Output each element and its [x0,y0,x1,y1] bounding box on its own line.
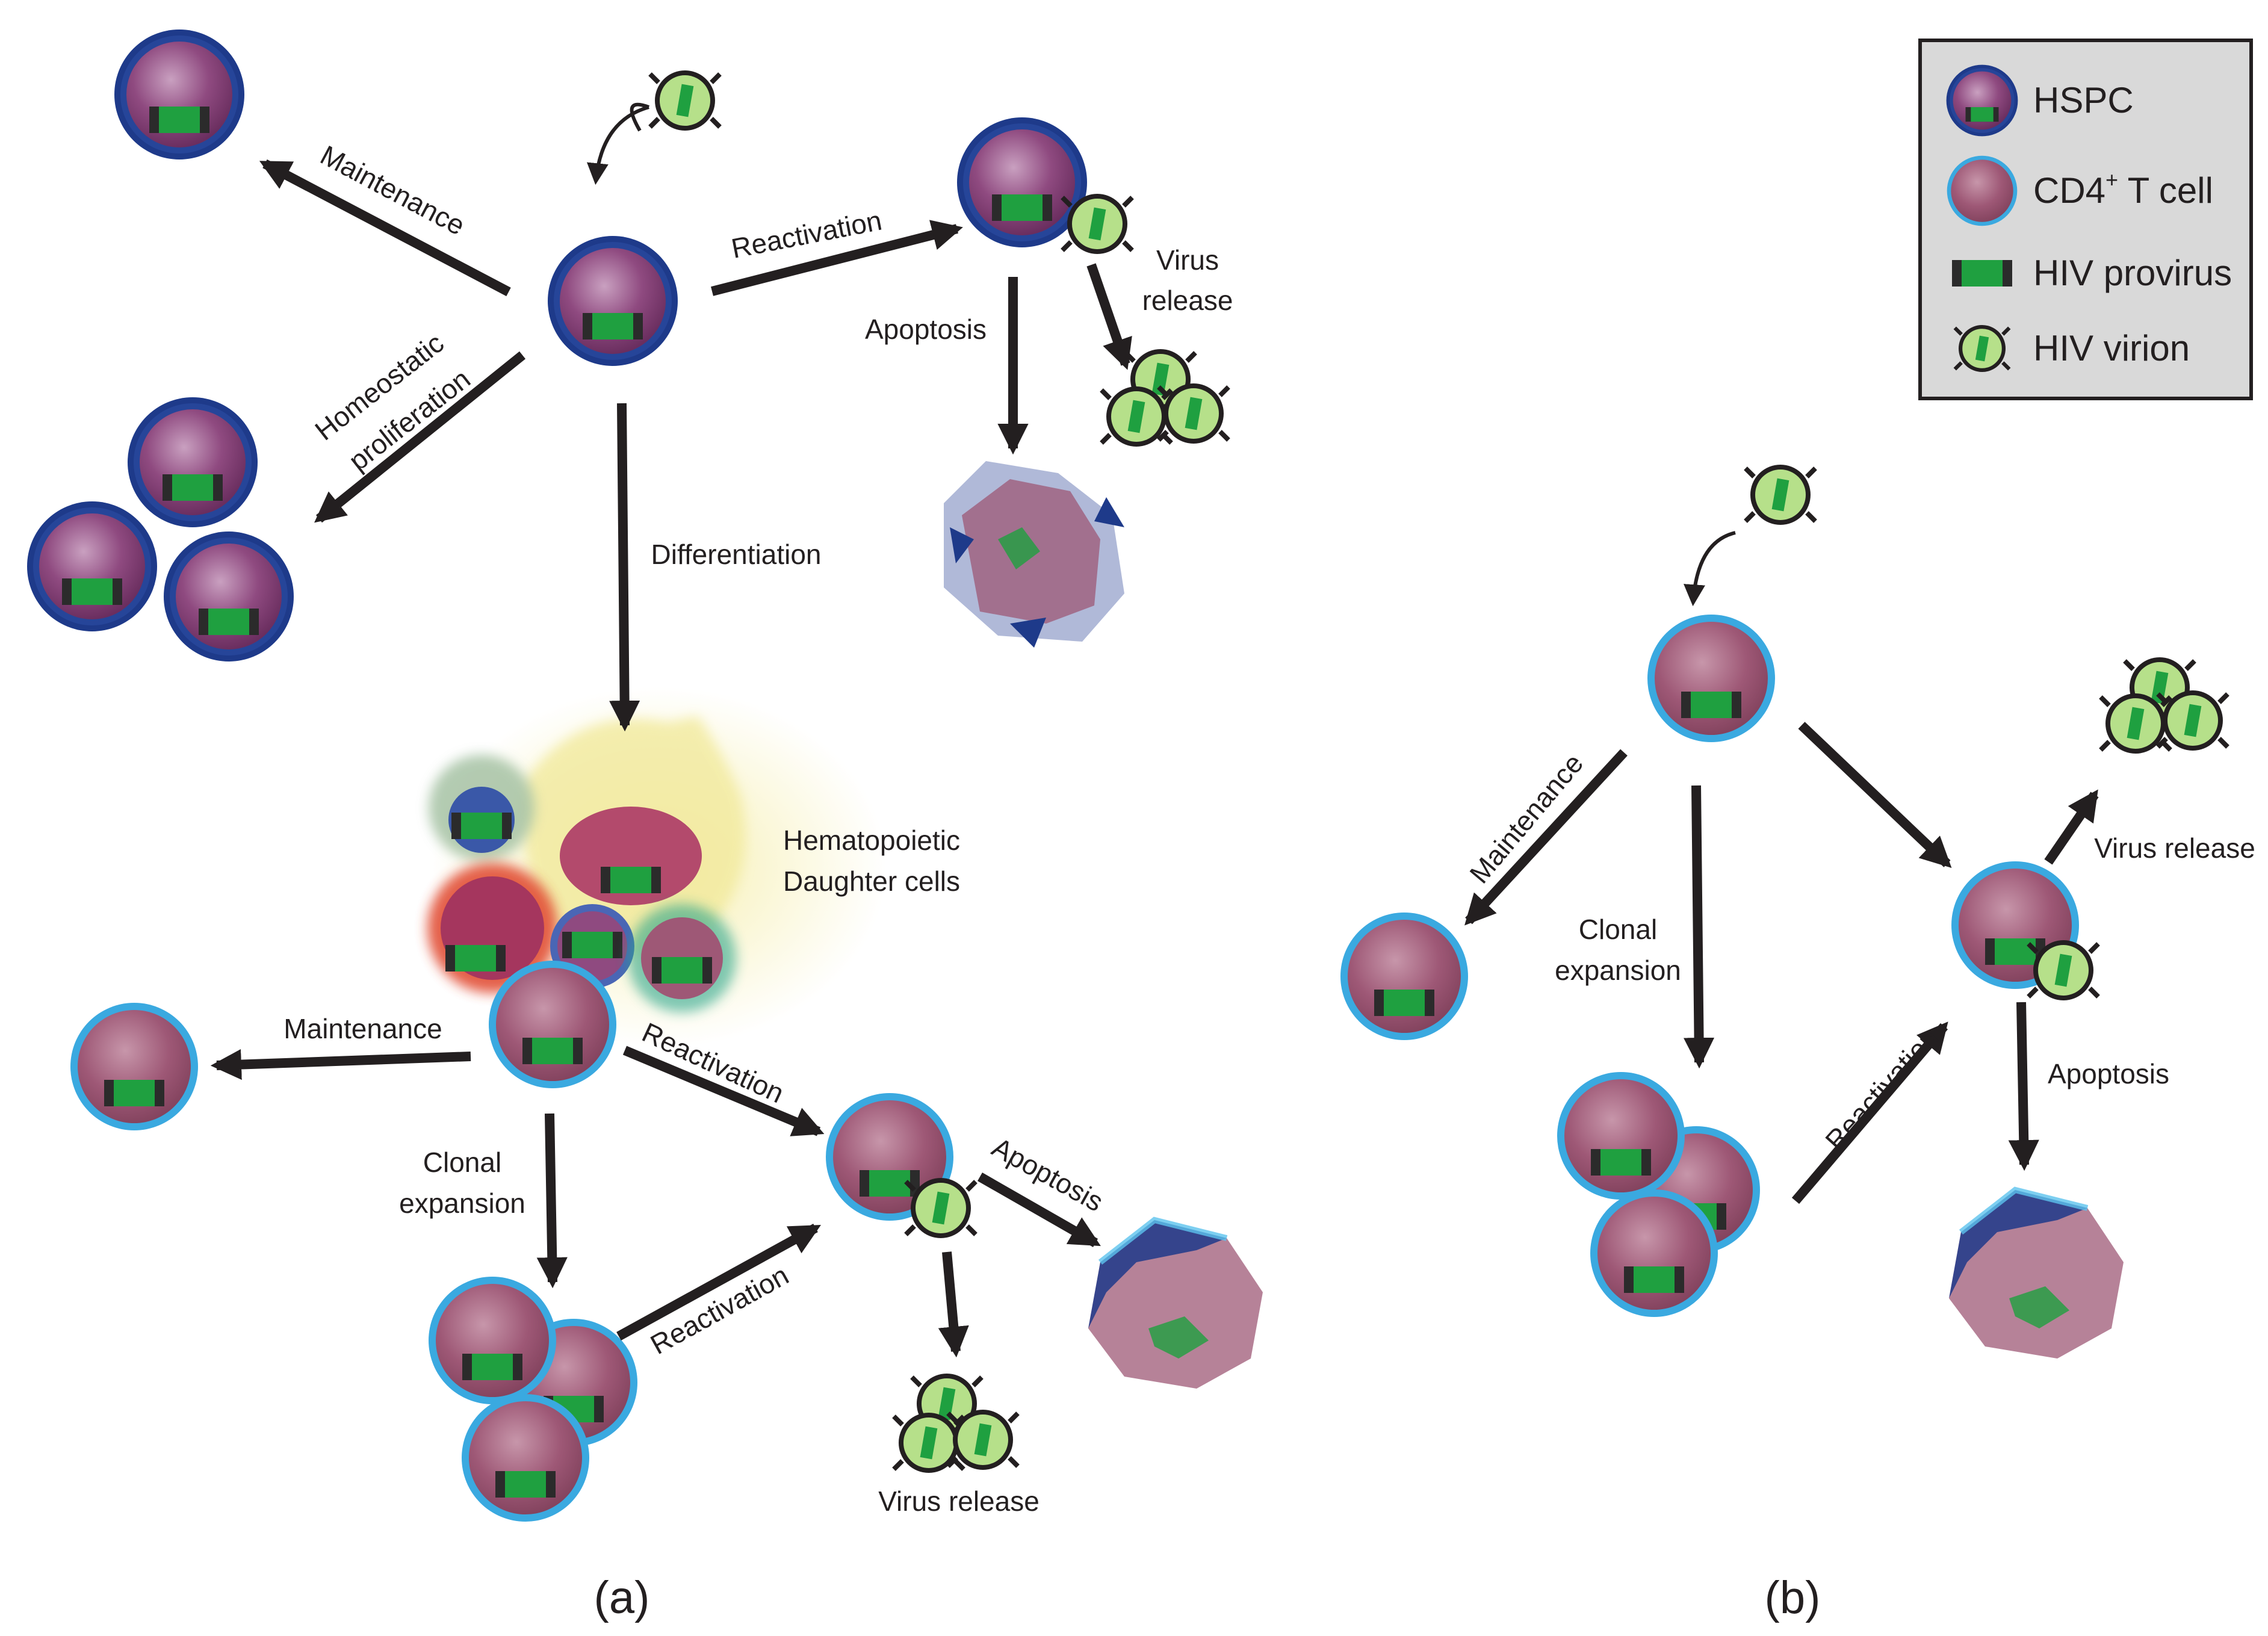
legend-provirus: HIV provirus [2033,253,2232,293]
arrow-reactivation-clone-b [1791,1021,1948,1204]
hspc-maintained [114,29,244,160]
label-apoptosis-t: Apoptosis [987,1131,1109,1217]
virion-icon [650,73,720,128]
legend-virion: HIV virion [2033,328,2190,368]
arrow-maintenance-hspc [259,159,511,297]
cd4-t-cell-maintained [70,1003,198,1130]
arrow-virus-release-hspc [1086,263,1132,370]
apoptotic-t-cell-b [1949,1190,2124,1359]
hematopoietic-daughter-cells [427,687,887,1048]
arrow-clonal-expansion-b [1683,785,1715,1069]
legend: HSPC CD4+ T cell HIV provirus HIV virion [1918,39,2253,400]
cd4-t-cell-clone-3 [462,1394,589,1522]
arrow-reactivation-hspc [711,220,963,296]
arrow-reactivation-clone [616,1223,821,1341]
infection-arrow-b [1684,531,1736,607]
panel-b-caption: (b) [1765,1572,1821,1623]
label-apoptosis-b: Apoptosis [2048,1058,2169,1089]
arrow-virus-release-t [938,1251,969,1358]
label-clonal-b-2: expansion [1555,955,1681,986]
hspc-proliferated-2 [27,501,157,631]
label-differentiation: Differentiation [651,539,822,570]
virion-icon [1746,467,1815,522]
arrow-virus-release-b [2044,789,2099,865]
arrow-apoptosis-t [978,1173,1101,1247]
hspc-proliferated-3 [164,531,294,662]
label-clonal-2: expansion [399,1188,525,1219]
arrow-reactivation-b [1798,722,1952,869]
label-virus-release-hspc-2: release [1142,285,1233,316]
arrow-maintenance-t [210,1049,471,1080]
apoptotic-hspc [944,461,1124,648]
cd4-t-cell-infected-b [1647,615,1775,742]
arrow-differentiation [609,403,640,732]
arrow-clonal-expansion [536,1113,568,1289]
arrow-maintenance-b [1464,749,1628,926]
legend-hspc: HSPC [2033,80,2134,120]
apoptotic-t-cell [1088,1220,1263,1389]
label-virus-release-t: Virus release [878,1486,1040,1517]
label-maintenance-t: Maintenance [284,1013,442,1044]
legend-hspc-icon [1947,65,2018,137]
hspc-proliferated-1 [128,397,258,527]
arrow-reactivation-t [622,1046,825,1136]
hspc-infected [548,236,678,366]
label-maintenance-b: Maintenance [1463,748,1589,889]
panel-a-caption: (a) [594,1572,650,1623]
label-apoptosis-hspc: Apoptosis [865,314,987,345]
arrow-apoptosis-b [2008,1002,2039,1171]
legend-cd4-t-cell: CD4+ T cell [2033,167,2213,211]
label-virus-release-hspc-1: Virus [1156,244,1219,276]
cd4-t-cell-clone-3-b [1590,1189,1718,1317]
cd4-t-cell-maintained-b [1340,913,1468,1040]
label-daughter-cells-1: Hematopoietic [783,825,960,856]
label-clonal-1: Clonal [423,1147,501,1178]
arrow-homeostatic-proliferation [314,351,526,523]
label-reactivation-b: Reactivation [1819,1022,1944,1156]
label-daughter-cells-2: Daughter cells [783,866,960,897]
cd4-t-cell-clone-1 [429,1277,556,1404]
label-virus-release-b: Virus release [2094,832,2255,864]
label-clonal-b-1: Clonal [1579,914,1657,945]
legend-provirus-icon [1952,260,2012,287]
cd4-t-cell-clone-1-b [1557,1072,1685,1200]
cd4-t-cell-infected [489,961,616,1088]
infection-arrow [596,102,650,181]
